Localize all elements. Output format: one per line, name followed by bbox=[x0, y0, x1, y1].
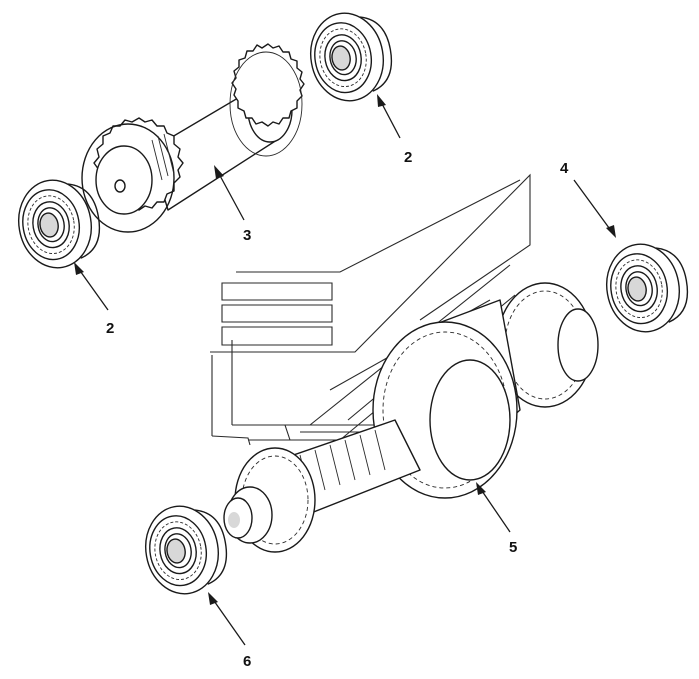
callout-2-top: 2 bbox=[404, 149, 412, 166]
mainshaft-gears bbox=[223, 282, 599, 553]
cluster-gear-shaft bbox=[81, 43, 305, 233]
bearing-bottom bbox=[138, 498, 234, 601]
bearing-right bbox=[599, 236, 695, 339]
callout-5: 5 bbox=[509, 539, 517, 556]
bearing-left bbox=[11, 172, 107, 275]
callout-2-left: 2 bbox=[106, 320, 114, 337]
callout-4: 4 bbox=[560, 160, 569, 177]
callout-6: 6 bbox=[243, 653, 251, 670]
callout-3: 3 bbox=[243, 227, 251, 244]
leader-lines bbox=[74, 94, 616, 646]
bearing-top-right bbox=[303, 5, 399, 108]
